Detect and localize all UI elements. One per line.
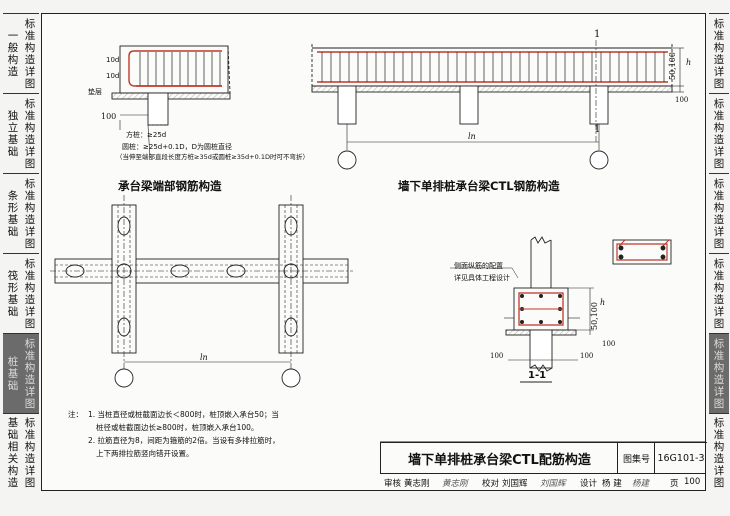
cushion-layer bbox=[111, 92, 231, 100]
beam-pile-1 bbox=[337, 85, 357, 125]
checker-name: 刘国辉 bbox=[502, 479, 528, 489]
left-tab-subtitle: 标准构造详图 bbox=[24, 416, 36, 489]
reviewer-name: 黄志刚 bbox=[404, 479, 430, 489]
single-row-beam bbox=[311, 40, 684, 170]
axis-bubble bbox=[589, 150, 609, 170]
drawing-title: 墙下单排桩承台梁CTL配筋构造 bbox=[380, 442, 618, 474]
left-tab-subtitle: 标准构造详图 bbox=[24, 17, 36, 90]
axis-bubble bbox=[114, 368, 134, 388]
left-tab-column: 一般构造 标准构造详图 独立基础 标准构造详图 条形基础 标准构造详图 筏形基础… bbox=[0, 13, 41, 491]
design-label: 设计 bbox=[580, 479, 598, 489]
end-stirrups bbox=[139, 52, 221, 86]
note-line-2: 桩径或桩截面边长≥800时，桩顶嵌入承台100。 bbox=[96, 423, 259, 432]
left-tab-pile-foundation[interactable]: 桩基础 标准构造详图 bbox=[3, 333, 39, 413]
beam-pile-3 bbox=[589, 85, 609, 125]
right-tab[interactable]: 标准构造详图 bbox=[709, 93, 729, 173]
right-tab[interactable]: 标准构造详图 bbox=[709, 253, 729, 333]
title-block: 墙下单排桩承台梁CTL配筋构造 图集号 16G101-3 审核 黄志刚 黄志刚 … bbox=[380, 442, 707, 492]
beam-stirrups bbox=[321, 52, 665, 82]
label-round-pile-note: （当伸至端部直段长度方桩≥35d或圆桩≥35d+0.1D时可不弯折） bbox=[116, 153, 309, 161]
right-tab-active[interactable]: 标准构造详图 bbox=[709, 333, 729, 413]
axis-bubble bbox=[281, 368, 301, 388]
right-tab[interactable]: 标准构造详图 bbox=[709, 413, 729, 491]
designer-signature: 杨建 bbox=[632, 479, 650, 489]
label-cushion: 垫层 bbox=[88, 88, 102, 96]
note-line-3: 2. 拉筋直径为8，间距为箍筋的2倍。当设有多排拉筋时， bbox=[88, 436, 280, 445]
set-number: 16G101-3 bbox=[654, 442, 707, 474]
left-tab-category: 独立基础 bbox=[7, 109, 19, 158]
label-side-bars: 侧面纵筋的配置 bbox=[454, 262, 503, 270]
section-1-1 bbox=[450, 236, 672, 383]
dim-100-section-left: 100 bbox=[490, 352, 504, 360]
designer-name: 杨 建 bbox=[602, 479, 622, 489]
left-tab-category: 条形基础 bbox=[7, 189, 19, 238]
section-mark-top: 1 bbox=[594, 29, 601, 40]
left-tab-category: 一般构造 bbox=[7, 29, 19, 78]
left-tab-related-structure[interactable]: 基础相关构造 标准构造详图 bbox=[3, 413, 39, 491]
signature-row: 审核 黄志刚 黄志刚 校对 刘国辉 刘国辉 设计 杨 建 杨建 页 100 bbox=[380, 473, 706, 492]
page-label: 页 bbox=[670, 479, 679, 489]
section-label: 1-1 bbox=[528, 370, 547, 381]
set-number-label: 图集号 bbox=[617, 442, 655, 474]
left-tab-subtitle: 标准构造详图 bbox=[24, 97, 36, 170]
axis-bubble bbox=[337, 150, 357, 170]
right-tab[interactable]: 标准构造详图 bbox=[709, 13, 729, 93]
left-tab-category: 筏形基础 bbox=[7, 269, 19, 318]
dim-100-section-right: 100 bbox=[580, 352, 594, 360]
dim-100-top: 100 bbox=[675, 96, 689, 104]
left-tab-subtitle: 标准构造详图 bbox=[24, 337, 36, 410]
left-tab-general[interactable]: 一般构造 标准构造详图 bbox=[3, 13, 39, 93]
dim-100: 100 bbox=[101, 112, 117, 121]
end-detail bbox=[111, 45, 231, 159]
label-10d-bottom: 10d bbox=[106, 72, 120, 80]
dim-ln-top: ln bbox=[468, 132, 476, 141]
left-tab-subtitle: 标准构造详图 bbox=[24, 177, 36, 250]
dim-h-top: h bbox=[686, 58, 692, 67]
label-square-pile: 方桩：≥25d bbox=[126, 131, 167, 139]
note-line-1: 1. 当桩直径或桩截面边长＜800时，桩顶嵌入承台50；当 bbox=[88, 410, 279, 419]
note-line-4: 上下两排拉筋竖向错开设置。 bbox=[96, 449, 194, 458]
end-top-rebar bbox=[128, 50, 222, 87]
left-tab-category: 基础相关构造 bbox=[7, 416, 19, 489]
dim-50-100-top: 50,100 bbox=[668, 52, 677, 80]
left-tab-category: 桩基础 bbox=[7, 355, 19, 392]
label-round-pile: 圆桩：≥25d+0.1D，D为圆桩直径 bbox=[122, 143, 232, 151]
dim-h-section: h bbox=[600, 298, 606, 307]
notes-prefix: 注： bbox=[68, 410, 83, 419]
dim-ln-plan: ln bbox=[200, 353, 208, 362]
label-side-bars-2: 详见具体工程设计 bbox=[454, 274, 510, 282]
beam-pile-2 bbox=[459, 85, 479, 125]
left-tab-isolated-footing[interactable]: 独立基础 标准构造详图 bbox=[3, 93, 39, 173]
review-label: 审核 bbox=[384, 479, 402, 489]
left-tab-subtitle: 标准构造详图 bbox=[24, 257, 36, 330]
reviewer-signature: 黄志刚 bbox=[442, 479, 468, 489]
heading-end-detail: 承台梁端部钢筋构造 bbox=[118, 179, 222, 193]
left-tab-strip-footing[interactable]: 条形基础 标准构造详图 bbox=[3, 173, 39, 253]
check-label: 校对 bbox=[482, 479, 500, 489]
section-mark-bottom: 1 bbox=[594, 124, 601, 135]
right-tab[interactable]: 标准构造详图 bbox=[709, 173, 729, 253]
dim-50-100-section: 50,100 bbox=[590, 302, 599, 330]
plan-beam-grid bbox=[50, 195, 353, 388]
label-10d-top: 10d bbox=[106, 56, 120, 64]
checker-signature: 刘国辉 bbox=[540, 479, 566, 489]
heading-single-row: 墙下单排桩承台梁CTL钢筋构造 bbox=[398, 179, 560, 193]
page-number: 100 bbox=[684, 477, 701, 487]
dim-100-section-bottom: 100 bbox=[602, 340, 616, 348]
end-pile bbox=[147, 92, 169, 126]
left-tab-raft-foundation[interactable]: 筏形基础 标准构造详图 bbox=[3, 253, 39, 333]
right-tab-column: 标准构造详图 标准构造详图 标准构造详图 标准构造详图 标准构造详图 标准构造详… bbox=[707, 13, 730, 491]
